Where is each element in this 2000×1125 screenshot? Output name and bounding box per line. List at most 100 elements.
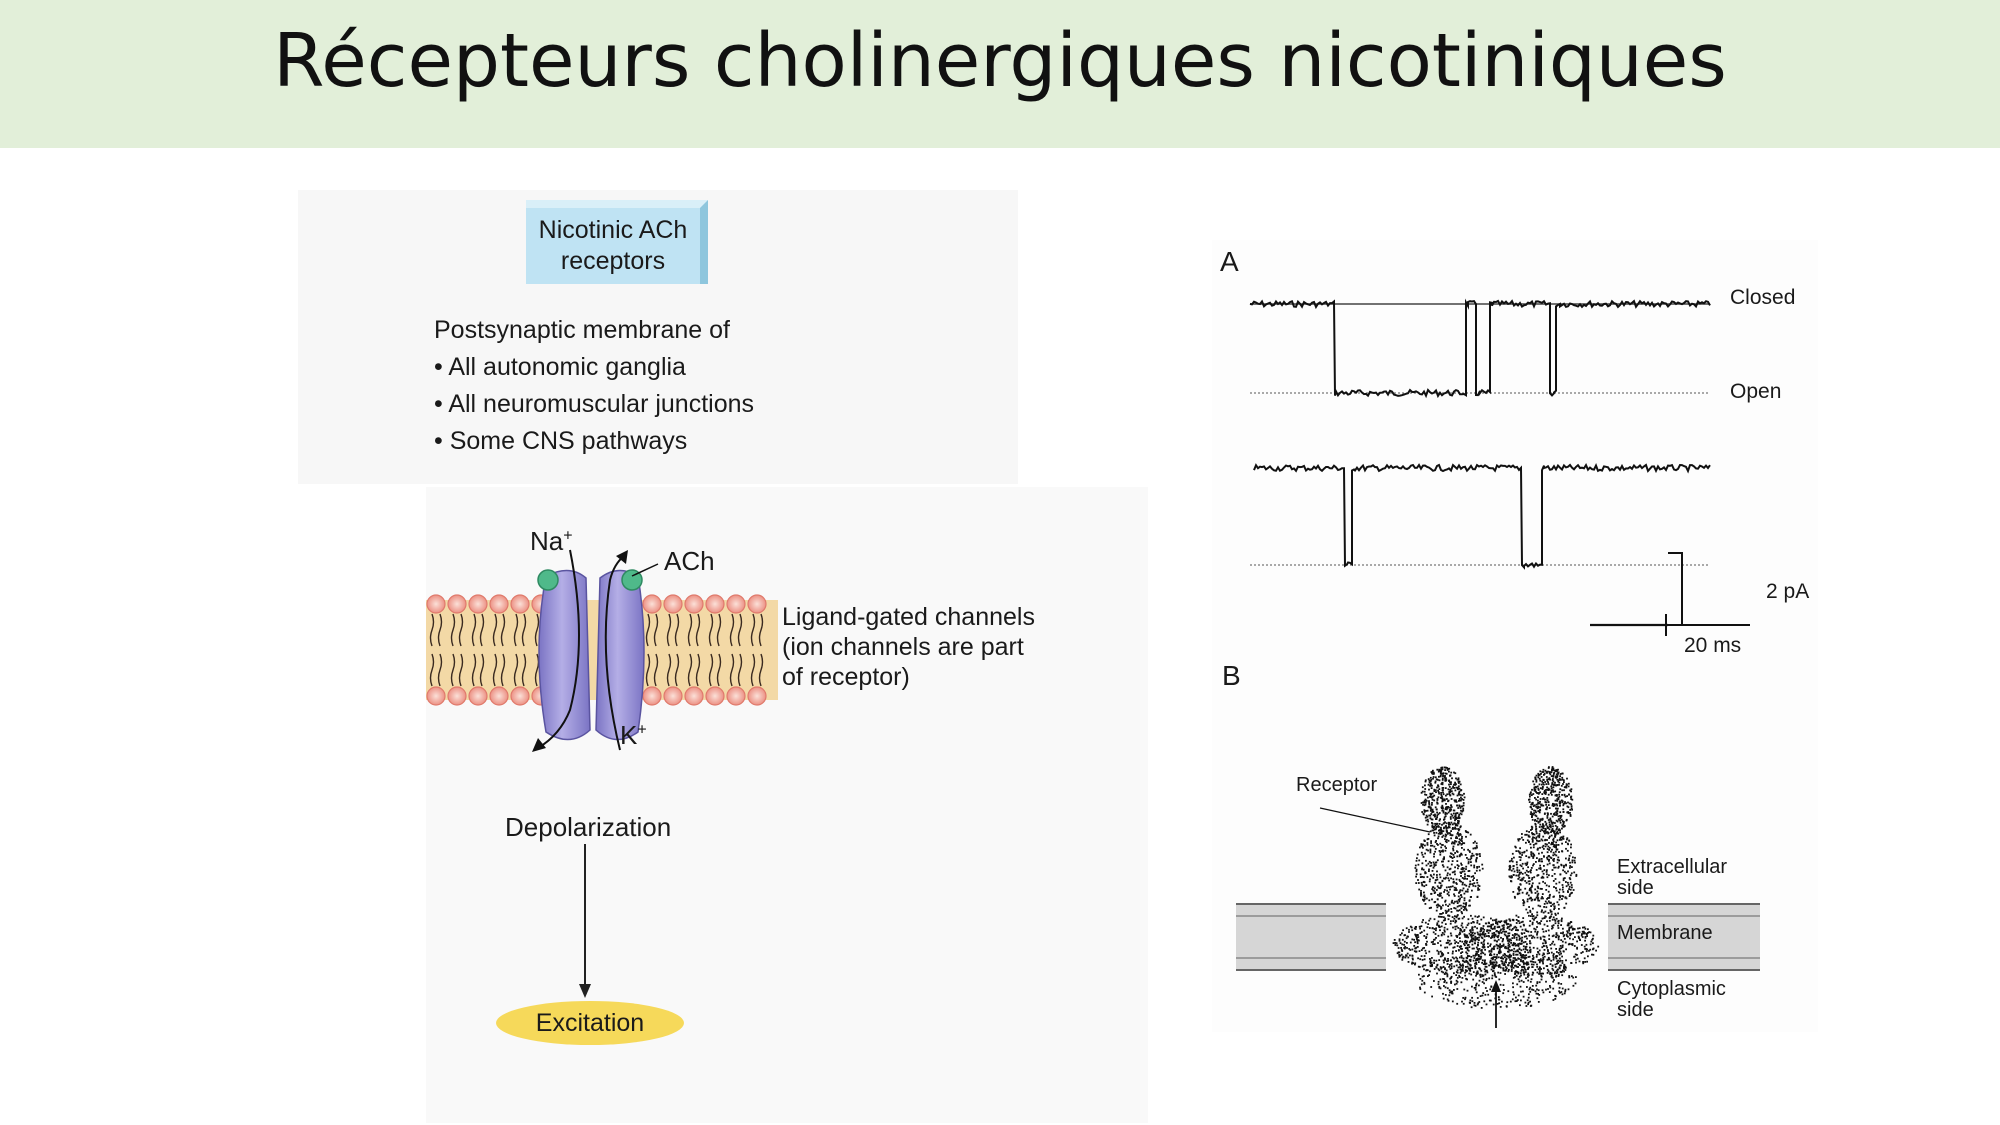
density-dot [1481,867,1484,870]
density-dot [1561,836,1564,839]
density-dot [1469,904,1471,907]
density-dot [1508,956,1511,959]
density-dot [1479,928,1482,931]
density-dot [1502,969,1505,971]
density-dot [1442,865,1445,868]
density-dot [1426,843,1429,846]
density-dot [1475,845,1478,847]
density-dot [1399,942,1402,944]
lipid-tail [758,653,764,687]
density-dot [1436,870,1438,873]
density-dot [1536,895,1539,898]
density-dot [1473,921,1475,924]
density-dot [1519,985,1522,988]
density-dot [1443,929,1446,932]
density-dot [1562,783,1564,785]
density-dot [1473,1002,1476,1004]
density-dot [1562,886,1564,889]
density-dot [1563,967,1565,969]
density-dot [1531,966,1534,968]
density-dot [1449,823,1452,826]
density-dot [1515,1000,1518,1002]
density-dot [1551,782,1554,784]
density-dot [1541,870,1544,873]
density-dot [1405,927,1408,930]
density-dot [1554,850,1557,853]
density-dot [1520,949,1523,952]
density-dot [1395,942,1398,945]
density-dot [1501,1000,1503,1003]
density-dot [1575,875,1578,877]
density-dot [1501,957,1503,960]
density-dot [1481,959,1484,962]
density-dot [1430,771,1433,773]
density-dot [1478,979,1481,982]
density-dot [1527,956,1530,958]
density-dot [1434,814,1436,817]
density-dot [1493,933,1496,936]
density-dot [1398,955,1401,958]
density-dot [1452,950,1454,953]
density-dot [1475,982,1478,985]
density-dot [1399,954,1402,957]
density-dot [1510,968,1513,971]
density-dot [1512,991,1515,994]
lipid-tail [458,653,464,687]
density-dot [1541,788,1544,790]
density-dot [1536,839,1538,842]
density-dot [1454,816,1457,819]
density-dot [1468,955,1471,957]
density-dot [1552,880,1555,882]
density-dot [1489,945,1491,947]
density-dot [1541,818,1544,821]
density-dot [1506,923,1508,926]
density-dot [1448,808,1451,811]
density-dot [1537,959,1540,961]
density-dot [1542,876,1545,879]
density-dot [1457,927,1460,929]
density-dot [1553,972,1556,975]
density-dot [1532,857,1535,859]
density-dot [1548,919,1551,922]
density-dot [1517,934,1520,937]
density-dot [1427,820,1430,823]
density-dot [1529,948,1532,951]
density-dot [1556,861,1559,864]
density-dot [1548,874,1550,877]
density-dot [1555,955,1557,958]
density-dot [1518,922,1521,924]
density-dot [1507,970,1510,973]
density-dot [1430,787,1433,789]
density-dot [1516,866,1519,869]
density-dot [1531,973,1534,976]
density-dot [1552,940,1554,943]
density-dot [1541,909,1543,912]
density-dot [1537,817,1539,820]
density-dot [1406,942,1408,944]
density-dot [1502,954,1505,957]
density-dot [1481,994,1484,997]
density-dot [1568,802,1571,805]
density-dot [1454,960,1457,963]
density-dot [1408,931,1410,933]
density-dot [1525,977,1527,980]
density-dot [1549,901,1552,904]
density-dot [1586,932,1588,935]
density-dot [1481,933,1484,936]
density-dot [1444,821,1446,824]
density-dot [1416,939,1419,942]
density-dot [1481,981,1484,983]
density-dot [1552,837,1555,840]
density-dot [1551,927,1553,930]
density-dot [1578,931,1580,934]
density-dot [1416,942,1419,945]
density-dot [1473,987,1476,989]
density-dot [1505,922,1508,925]
density-dot [1438,779,1441,782]
density-dot [1452,793,1455,796]
lipid-tail [471,653,477,687]
density-dot [1428,788,1430,791]
density-dot [1575,958,1577,961]
density-dot [1468,972,1471,975]
density-dot [1435,966,1438,968]
